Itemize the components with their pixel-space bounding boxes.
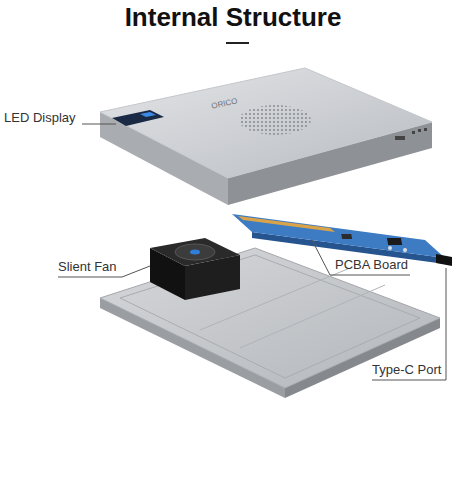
part-label: Type-C Port <box>372 362 441 377</box>
leader-lines <box>58 124 446 380</box>
title: Internal Structure <box>0 2 470 33</box>
part-label: PCBA Board <box>335 257 408 272</box>
fan-illustration <box>150 238 240 300</box>
part-label: LED Display <box>4 110 76 125</box>
part-label: Slient Fan <box>58 259 117 274</box>
type-c-connector <box>436 254 452 266</box>
enclosure-top <box>100 68 432 205</box>
title-underline <box>226 42 249 44</box>
